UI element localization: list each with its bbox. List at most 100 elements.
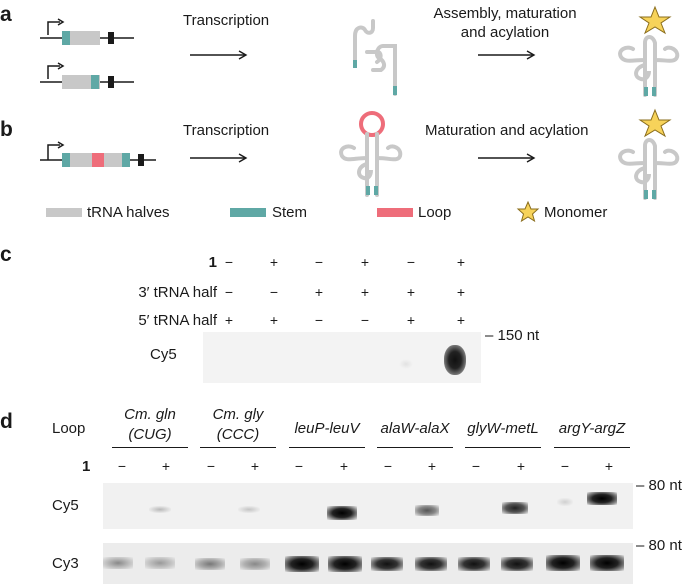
- sign-cell: +: [269, 312, 279, 328]
- group-underline: [200, 447, 276, 448]
- sign-cell: +: [516, 458, 526, 474]
- legend-loop: Loop: [418, 204, 452, 221]
- loop-group-codon: (CUG): [128, 426, 172, 443]
- gel-band: [587, 492, 617, 505]
- assembly-label-line1: Assembly, maturation: [433, 5, 577, 22]
- sign-cell: +: [269, 254, 279, 270]
- sign-cell: +: [224, 312, 234, 328]
- legend-swatch-stem: [230, 208, 266, 217]
- sign-cell: −: [314, 312, 324, 328]
- gel-band: [415, 505, 439, 516]
- row-label-compound-1: 1: [208, 254, 217, 271]
- gel-label-cy3-d: Cy3: [52, 555, 79, 572]
- sign-cell: +: [250, 458, 260, 474]
- loop-label: Loop: [52, 420, 86, 437]
- gel-band: [238, 506, 260, 513]
- arrow-right-icon: [190, 153, 248, 163]
- gel-band: [501, 557, 533, 571]
- mature-trna-icon: [618, 108, 680, 200]
- gel-band: [149, 506, 171, 513]
- gel-label-cy5-d: Cy5: [52, 497, 79, 514]
- panel-c-letter: c: [0, 243, 12, 266]
- sign-cell: +: [456, 312, 466, 328]
- legend-stem: Stem: [272, 204, 308, 221]
- gel-band-faint: [399, 359, 413, 369]
- loop-group-name: Cm. gln: [124, 406, 176, 423]
- panel-a-letter: a: [0, 3, 12, 26]
- sign-cell: −: [269, 284, 279, 300]
- loop-group-name: alaW-alaX: [380, 420, 450, 437]
- sign-cell: −: [360, 312, 370, 328]
- loop-group-name: argY-argZ: [558, 420, 626, 437]
- sign-cell: −: [206, 458, 216, 474]
- group-underline: [112, 447, 188, 448]
- group-underline: [554, 447, 630, 448]
- legend-swatch-loop: [377, 208, 413, 217]
- arrow-right-icon: [478, 153, 536, 163]
- gel-band: [240, 558, 270, 570]
- sign-cell: −: [471, 458, 481, 474]
- sign-cell: −: [224, 284, 234, 300]
- gel-cy5-panel-c: [203, 332, 481, 383]
- group-underline: [465, 447, 541, 448]
- sign-cell: −: [314, 254, 324, 270]
- panel-d-letter: d: [0, 410, 13, 433]
- trna-loop-icon: [339, 111, 403, 197]
- loop-group-name: Cm. gly: [212, 406, 264, 423]
- transcription-label-b: Transcription: [183, 122, 270, 139]
- group-underline: [289, 447, 365, 448]
- sign-cell: +: [406, 284, 416, 300]
- trna-halves-icon: [353, 19, 397, 96]
- gel-band: [371, 557, 403, 571]
- gel-band: [195, 558, 225, 570]
- sign-cell: +: [427, 458, 437, 474]
- gene-construct-5prime: [40, 18, 134, 45]
- sign-cell: −: [560, 458, 570, 474]
- gel-band: [285, 556, 319, 572]
- gel-band: [145, 557, 175, 569]
- legend-monomer: Monomer: [544, 204, 608, 221]
- arrow-right-icon: [478, 50, 536, 60]
- sign-cell: −: [406, 254, 416, 270]
- gel-band: [415, 557, 447, 571]
- gel-band: [458, 557, 490, 571]
- gene-construct-full: [40, 141, 156, 167]
- loop-group-codon: (CCC): [216, 426, 260, 443]
- gel-cy3-panel-d: [103, 543, 633, 584]
- gel-band: [328, 556, 362, 572]
- sign-cell: +: [360, 254, 370, 270]
- gel-label-cy5-c: Cy5: [150, 346, 177, 363]
- row-label-3prime-half: 3′ tRNA half: [138, 284, 217, 301]
- sign-cell: +: [360, 284, 370, 300]
- gel-band-strong: [444, 345, 466, 375]
- panel-b-letter: b: [0, 118, 13, 141]
- gel-band: [502, 502, 528, 514]
- sign-cell: +: [161, 458, 171, 474]
- arrow-right-icon: [190, 50, 248, 60]
- gel-cy5-panel-d: [103, 483, 633, 529]
- legend-trna-halves: tRNA halves: [87, 204, 170, 221]
- assembly-label-line2: and acylation: [460, 24, 550, 41]
- sign-cell: +: [604, 458, 614, 474]
- sign-cell: −: [117, 458, 127, 474]
- group-underline: [377, 447, 453, 448]
- mature-trna-icon: [618, 5, 680, 97]
- row-label-1-d: 1: [82, 458, 91, 475]
- gel-band: [546, 555, 580, 571]
- sign-cell: −: [383, 458, 393, 474]
- sign-cell: +: [456, 284, 466, 300]
- gel-band: [103, 557, 133, 569]
- marker-80nt-cy3: – 80 nt: [636, 537, 682, 554]
- marker-150nt: – 150 nt: [485, 327, 540, 344]
- gel-band: [557, 498, 573, 506]
- sign-cell: +: [406, 312, 416, 328]
- star-icon: [516, 200, 540, 223]
- transcription-label-a: Transcription: [183, 12, 270, 29]
- gene-construct-3prime: [40, 62, 134, 89]
- maturation-label: Maturation and acylation: [425, 122, 589, 139]
- sign-cell: −: [294, 458, 304, 474]
- row-label-5prime-half: 5′ tRNA half: [138, 312, 217, 329]
- sign-cell: +: [456, 254, 466, 270]
- loop-group-name: glyW-metL: [467, 420, 539, 437]
- gel-band: [327, 506, 357, 520]
